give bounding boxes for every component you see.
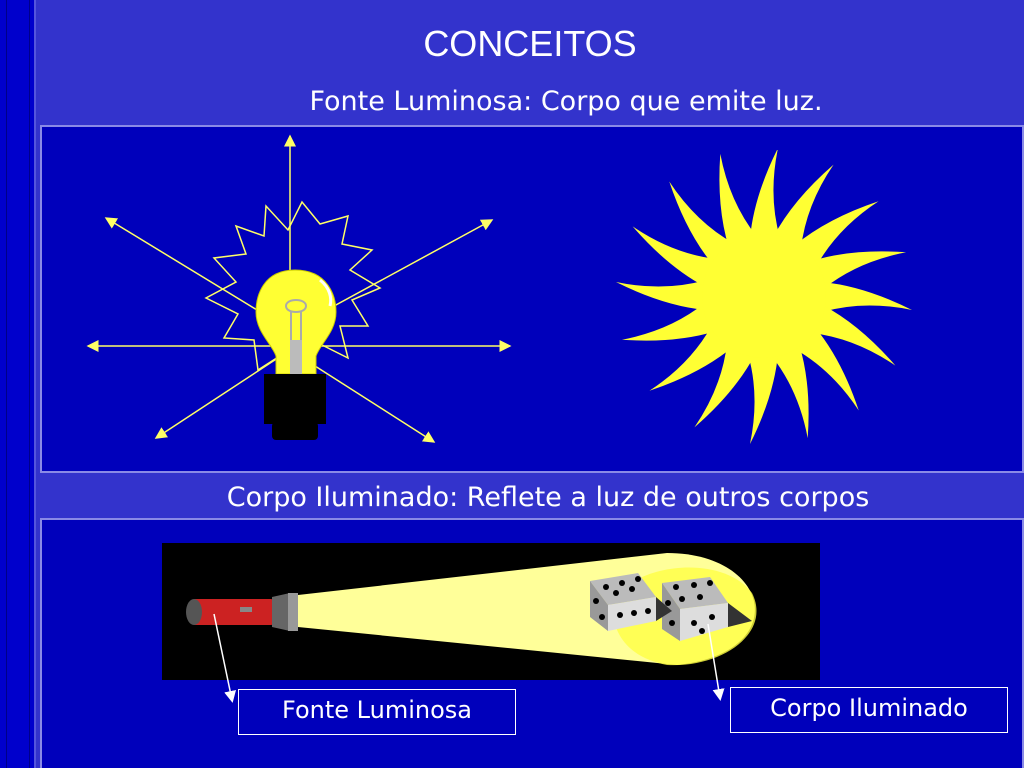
sun-ray xyxy=(771,344,809,439)
sun-ray xyxy=(649,325,733,391)
pointer-arrows xyxy=(213,613,725,703)
left-bar-inner xyxy=(6,0,30,768)
sun-ray xyxy=(773,164,834,249)
subtitle-illuminated-body: Corpo Iluminado: Reflete a luz de outros… xyxy=(226,482,870,513)
sun-ray xyxy=(795,201,879,267)
sun-ray xyxy=(616,280,706,310)
flashlight-scene xyxy=(162,543,820,680)
dice-icon xyxy=(590,573,752,641)
bulb-base xyxy=(264,374,326,424)
left-decorative-bar xyxy=(0,0,36,768)
sun-ray xyxy=(669,181,735,265)
subtitle-light-source: Fonte Luminosa: Corpo que emite luz. xyxy=(309,86,823,117)
sun-icon xyxy=(616,150,912,444)
sun-ray xyxy=(812,251,907,289)
flashlight-icon xyxy=(186,593,298,631)
sun-ray xyxy=(750,150,780,238)
sun-ray xyxy=(811,305,896,366)
sun-ray xyxy=(632,226,717,287)
sun-ray xyxy=(793,327,859,411)
slide-title: CONCEITOS xyxy=(423,23,637,64)
sun-ray xyxy=(621,303,716,341)
light-bulb-illustration xyxy=(86,134,512,443)
sun-ray xyxy=(719,153,757,248)
bulb-glow-star xyxy=(204,200,382,378)
sun-ray xyxy=(822,282,912,312)
sun-ray xyxy=(694,343,755,428)
label-illuminated-body: Corpo Iluminado xyxy=(730,687,1008,733)
sun-ray xyxy=(748,354,778,444)
label-light-source: Fonte Luminosa xyxy=(238,689,516,735)
